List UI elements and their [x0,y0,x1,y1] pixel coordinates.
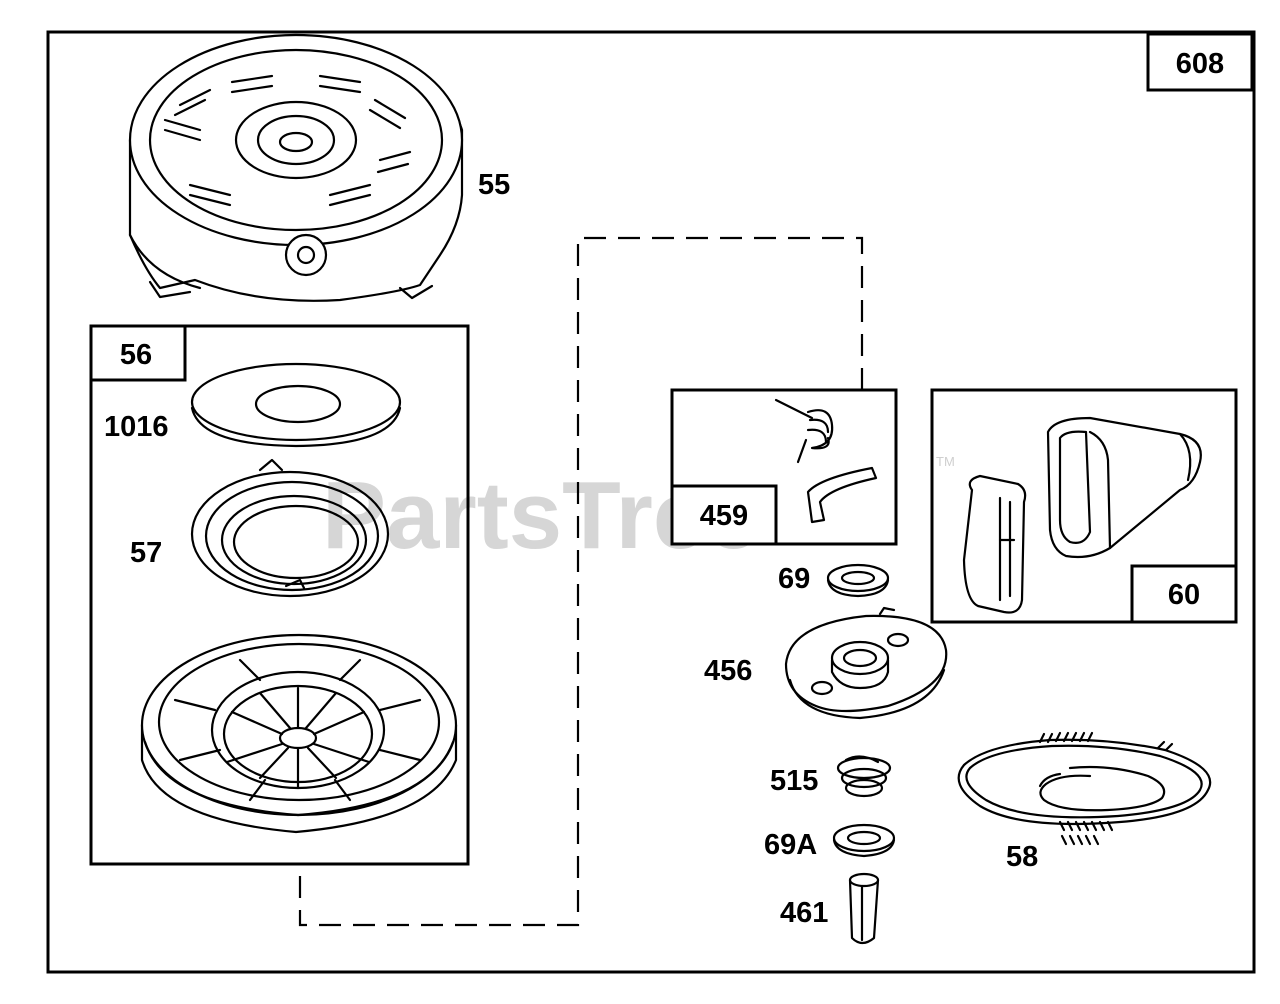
part-60-handle-insert [962,474,1027,614]
connector-lines [298,236,864,927]
kit-56-box: 56 [89,324,470,866]
part-label-1016: 1016 [104,411,169,443]
diagram-frame [46,30,1256,974]
part-69-washer: 69 [778,563,890,598]
part-459-torsion-spring [774,398,834,464]
assembly-label: 608 [1176,48,1224,80]
part-57-spring: 57 [130,458,390,598]
part-label-461: 461 [780,897,828,929]
kit-459-box: 459 [670,388,898,546]
part-label-55: 55 [478,169,510,201]
part-label-456: 456 [704,655,752,687]
part-459-pawl [806,466,878,524]
kit-label-60: 60 [1168,579,1200,611]
part-label-57: 57 [130,537,162,569]
part-515-retainer-spring: 515 [770,755,892,798]
part-pulley [140,633,458,834]
kit-60-box: 60 [930,388,1238,624]
part-label-515: 515 [770,765,818,797]
part-1016-plate: 1016 [104,362,402,448]
part-label-69: 69 [778,563,810,595]
kit-label-459: 459 [700,500,748,532]
part-label-69a: 69A [764,829,817,861]
part-58-rope: 58 [957,731,1212,873]
part-461-pin: 461 [780,872,880,945]
part-55-blower-housing: 55 [128,33,510,302]
kit-label-56: 56 [120,339,152,371]
part-60-handle [1046,416,1202,559]
part-69a-washer: 69A [764,823,896,861]
part-456-retainer: 456 [704,606,948,720]
assembly-label-box: 608 [1146,32,1254,92]
part-label-58: 58 [1006,841,1038,873]
watermark-trademark: TM [936,454,955,469]
